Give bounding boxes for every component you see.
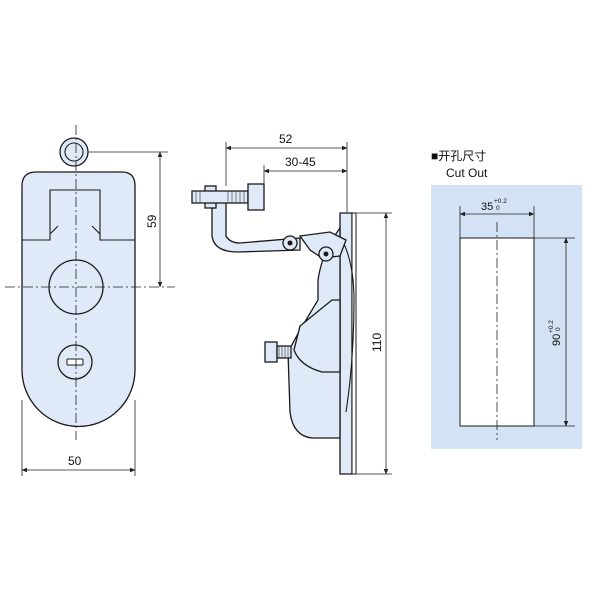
top-slot-inner [49,225,101,235]
lower-bolt-shaft [276,345,292,359]
upper-bolt-shaft [191,190,249,204]
top-slot [22,189,135,241]
panel-strip [351,212,357,475]
cam-body [293,299,341,373]
cutout-title-en: Cut Out [446,166,488,180]
pivot-pin-upper-inner [287,240,293,246]
cutout-width-tol-plus: +0.2 [494,198,507,205]
cutout-width-tol-minus: 0 [496,205,500,212]
cutout-title-cn: ■开孔尺寸 [431,149,486,163]
cutout-height-value: 90 [551,334,563,346]
front-height-label: 59 [145,214,159,228]
hinge-knob [59,137,89,167]
side-range-label: 30-45 [285,155,316,169]
side-overall-label: 52 [279,132,293,146]
upper-bolt-thread [195,191,245,203]
side-view: 52 30-45 110 [191,132,392,475]
front-view: 50 59 [5,125,175,476]
pivot-pin-lower-inner [323,251,329,257]
key-slot [66,358,84,366]
front-width-label: 50 [68,454,82,468]
link-arm [298,231,347,259]
cutout-height-tol-minus: 0 [555,327,562,331]
cutout-view: ■开孔尺寸 Cut Out 35 +0.2 0 90 +0.2 0 [431,149,582,449]
hinge-knob-inner [64,142,84,162]
cutout-width-value: 35 [481,201,493,213]
lower-bolt-thread [278,346,289,358]
cutout-height-tol-plus: +0.2 [548,320,555,333]
side-height-label: 110 [370,333,384,352]
housing-inner-curve [339,235,355,413]
cutout-height-value-group: 90 +0.2 0 [548,320,563,346]
lower-bolt-head [264,341,278,363]
upper-bolt-nut-right [247,183,265,211]
